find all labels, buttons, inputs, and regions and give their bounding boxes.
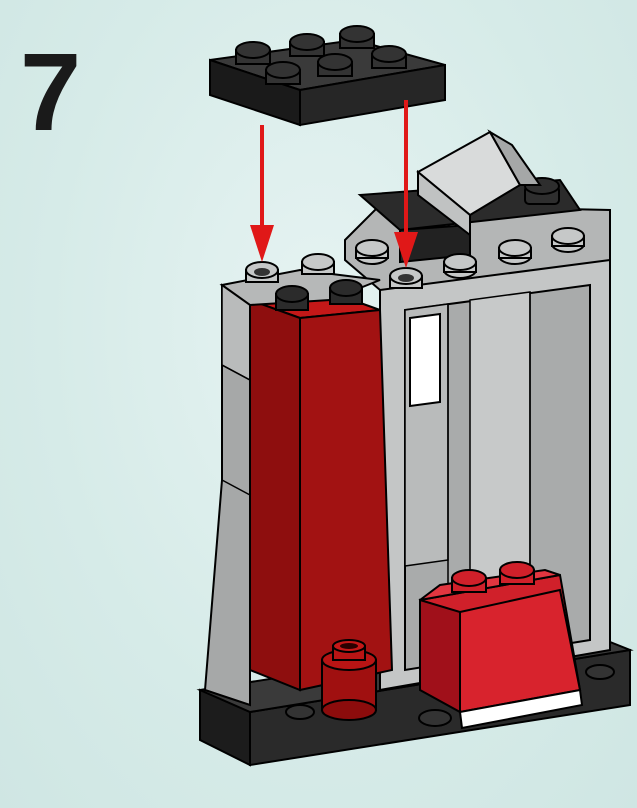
red-column	[250, 292, 392, 690]
grey-left-pillar	[205, 285, 250, 705]
red-round-brick	[322, 640, 376, 720]
target-stud-right	[398, 274, 414, 282]
red-slope-brick	[420, 562, 582, 728]
window-opening	[410, 314, 440, 406]
target-stud-left	[254, 268, 270, 276]
black-plate-2x3	[210, 26, 445, 125]
